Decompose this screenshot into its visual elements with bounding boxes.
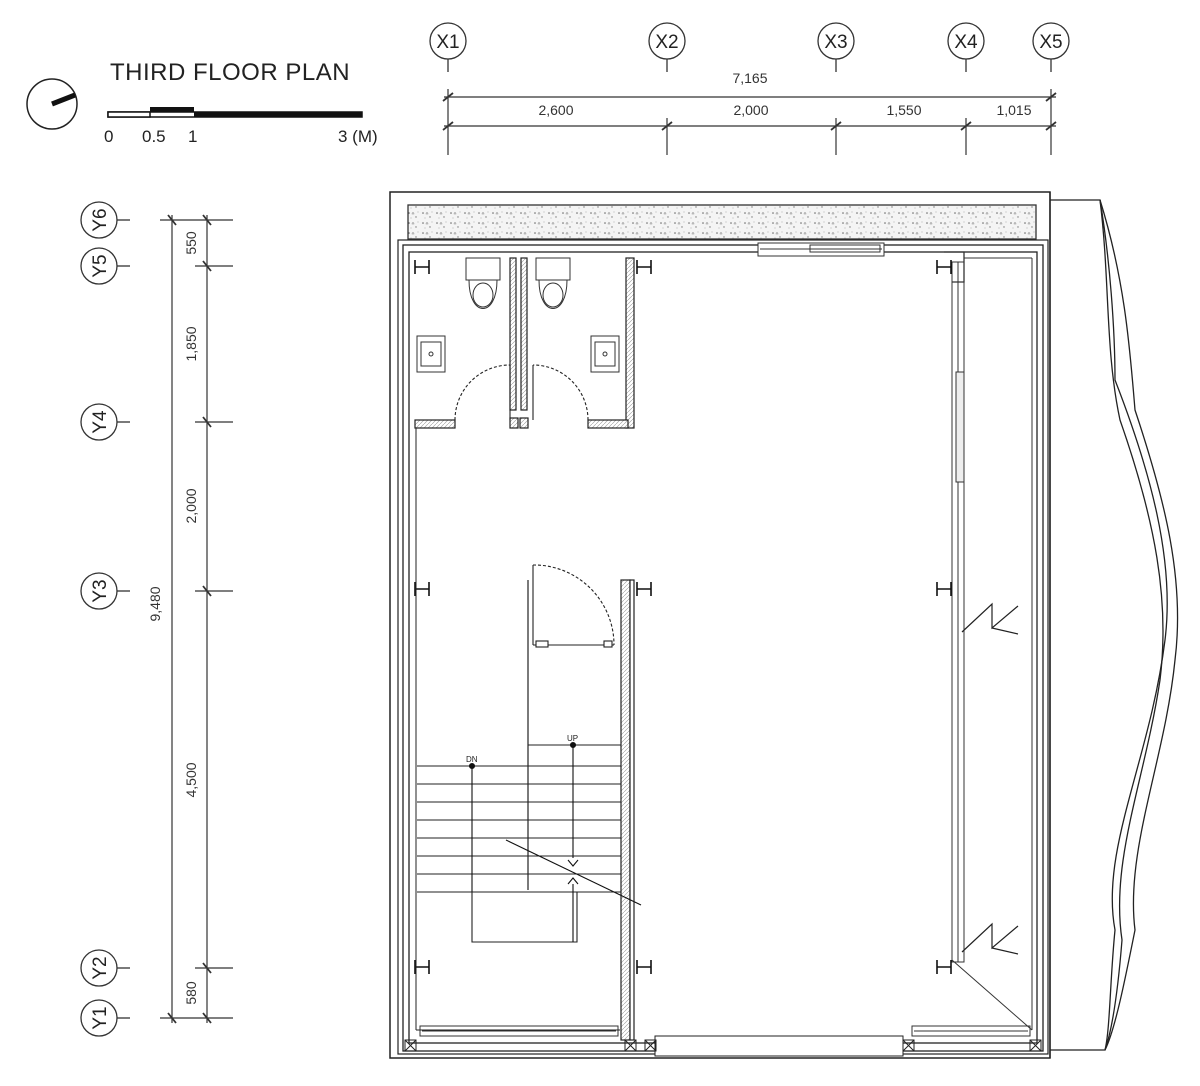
stair-door <box>532 564 615 648</box>
planter-strip <box>407 204 1037 240</box>
stair-walk-lines <box>468 741 642 942</box>
curved-facade-screen <box>1049 192 1179 1058</box>
grid-label-x2: X2 <box>655 32 678 53</box>
grid-bubble-y2: Y2 <box>80 949 130 987</box>
grid-bubble-x1: X1 <box>429 22 467 72</box>
grid-label-y5: Y5 <box>90 254 111 277</box>
scale-label-1: 1 <box>188 127 197 146</box>
column-markers <box>414 260 952 974</box>
grid-bubble-x4: X4 <box>947 22 985 72</box>
grid-label-y1: Y1 <box>90 1006 111 1029</box>
bottom-column-markers <box>404 1039 1042 1052</box>
bottom-windows <box>419 1025 1031 1057</box>
y-dimension-lines <box>160 214 233 1024</box>
stair-core-wall <box>527 579 635 1041</box>
x-span-2: 2,000 <box>733 102 768 118</box>
stair-label-dn: DN <box>466 755 478 764</box>
y-span-2: 1,850 <box>183 326 199 361</box>
x-grid: X1 X2 X3 X4 X5 <box>429 22 1070 72</box>
y-span-3: 2,000 <box>183 488 199 523</box>
title-block: THIRD FLOOR PLAN <box>110 59 350 86</box>
x-span-1: 2,600 <box>538 102 573 118</box>
grid-bubble-y5: Y5 <box>80 247 130 285</box>
grid-bubble-x2: X2 <box>648 22 686 72</box>
slab-outline <box>389 191 1051 1059</box>
toilet-icon <box>535 257 571 309</box>
restroom-partitions <box>414 257 635 429</box>
grid-label-x1: X1 <box>436 32 459 53</box>
scale-label-05: 0.5 <box>142 127 166 146</box>
grid-label-y2: Y2 <box>90 956 111 979</box>
grid-bubble-x3: X3 <box>817 22 855 72</box>
x-span-4: 1,015 <box>996 102 1031 118</box>
stair-treads <box>417 744 621 943</box>
x-total-dimension: 7,165 <box>732 70 767 86</box>
toilet-icon <box>465 257 501 309</box>
grid-bubble-y6: Y6 <box>80 201 130 239</box>
restroom-doors <box>454 364 589 421</box>
grid-label-x5: X5 <box>1039 32 1062 53</box>
grid-bubble-y4: Y4 <box>80 403 130 441</box>
grid-label-y3: Y3 <box>90 579 111 602</box>
scale-bar: 0 0.5 1 3 (M) <box>104 107 378 146</box>
east-glazing <box>944 251 1033 1031</box>
y-dimension-texts: 9,480 550 1,850 2,000 4,500 580 <box>147 231 199 1005</box>
x-dimension-texts: 7,165 2,600 2,000 1,550 1,015 <box>538 70 1031 118</box>
west-wall-inner <box>415 428 620 1031</box>
north-arrow-icon <box>26 78 78 130</box>
scale-label-0: 0 <box>104 127 113 146</box>
sink-icon <box>416 335 446 373</box>
y-span-1: 550 <box>183 231 199 255</box>
plan-title: THIRD FLOOR PLAN <box>110 59 350 86</box>
grid-label-y6: Y6 <box>90 208 111 231</box>
x-dimension-lines <box>442 89 1057 155</box>
stair-labels: DN UP <box>466 734 578 764</box>
grid-bubble-y1: Y1 <box>80 999 130 1037</box>
y-span-4: 4,500 <box>183 762 199 797</box>
grid-label-x3: X3 <box>824 32 847 53</box>
top-window <box>757 242 885 257</box>
sink-icon <box>590 335 620 373</box>
x-span-3: 1,550 <box>886 102 921 118</box>
stair-label-up: UP <box>567 734 578 743</box>
grid-label-y4: Y4 <box>90 410 111 434</box>
grid-bubble-y3: Y3 <box>80 572 130 610</box>
y-span-5: 580 <box>183 981 199 1005</box>
scale-label-3m: 3 (M) <box>338 127 378 146</box>
grid-bubble-x5: X5 <box>1032 22 1070 72</box>
y-grid: Y6 Y5 Y4 Y3 Y2 Y1 <box>80 201 130 1037</box>
y-total-dimension: 9,480 <box>147 586 163 621</box>
grid-label-x4: X4 <box>954 32 978 53</box>
sliding-door-symbols <box>961 602 1019 955</box>
